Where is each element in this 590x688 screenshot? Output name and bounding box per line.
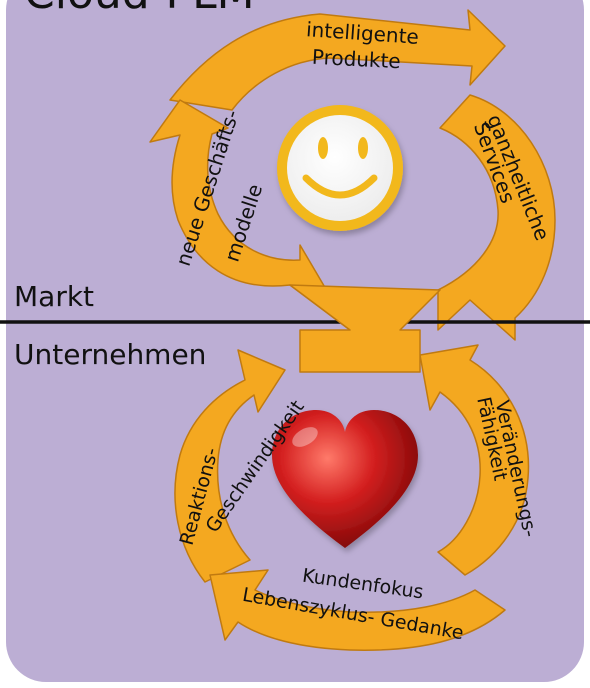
- arrow-reaktionsgeschwindigkeit: [174, 349, 286, 583]
- arrow-kundenfokus: [209, 569, 506, 651]
- background-panel: [6, 0, 584, 682]
- arrow-veraenderungsfaehigkeit: [419, 344, 530, 576]
- arrow-intelligente-produkte: [169, 9, 506, 111]
- top-cycle: [149, 9, 556, 341]
- section-label-unternehmen: Unternehmen: [14, 338, 206, 371]
- smiley-icon: [277, 105, 403, 231]
- arrow-neue-geschaeftsmodelle: [149, 99, 351, 331]
- label-produkte: Produkte: [311, 45, 401, 74]
- diagram-title: Cloud-PLM: [24, 0, 255, 19]
- arrow-ganzheitliche-services: [437, 94, 556, 341]
- arrow-connector: [289, 284, 441, 373]
- section-label-markt: Markt: [14, 280, 94, 313]
- bottom-cycle: [174, 284, 530, 651]
- heart-icon: [272, 410, 418, 548]
